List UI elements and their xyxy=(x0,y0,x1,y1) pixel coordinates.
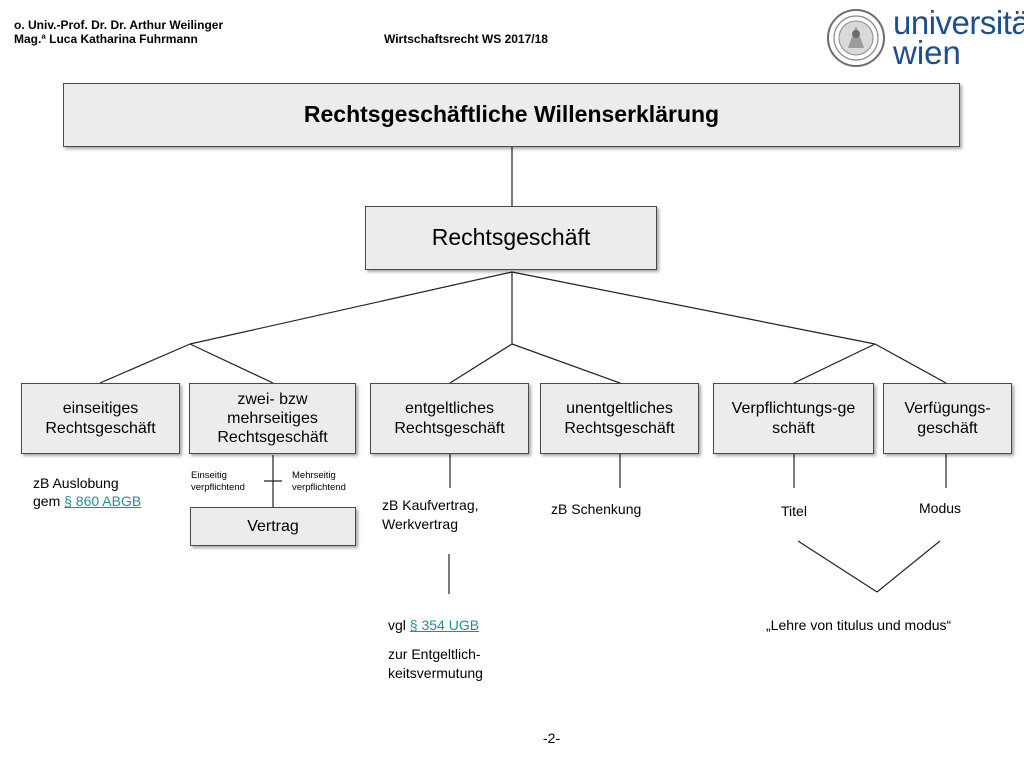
category-verfuegungsgeschaeft: Verfügungs-geschäft xyxy=(883,383,1012,454)
label-modus: Modus xyxy=(919,500,962,516)
university-seal-icon xyxy=(826,8,886,68)
einseitig-example-line1: zB Auslobung xyxy=(33,475,119,491)
label-einseitig-verpflichtend-1: Einseitig xyxy=(191,470,227,481)
einseitig-example-prefix: gem xyxy=(33,493,65,509)
entgeltlich-ref-line1: vgl § 354 UGB xyxy=(388,616,479,634)
course-title: Wirtschaftsrecht WS 2017/18 xyxy=(384,32,548,46)
page-number: -2- xyxy=(543,730,561,746)
author-line-1: o. Univ.-Prof. Dr. Dr. Arthur Weilinger xyxy=(14,18,224,32)
label-mehrseitig-verpflichtend-2: verpflichtend xyxy=(292,482,346,493)
author-line-2: Mag.ª Luca Katharina Fuhrmann xyxy=(14,32,198,46)
entgeltlich-ref-line2: zur Entgeltlich- xyxy=(388,646,481,662)
category-entgeltlich: entgeltliches Rechtsgeschäft xyxy=(370,383,529,454)
category-unentgeltlich: unentgeltliches Rechtsgeschäft xyxy=(540,383,699,454)
entgeltlich-example-line2: Werkvertrag xyxy=(382,516,458,532)
entgeltlich-ref-prefix: vgl xyxy=(388,617,410,633)
unentgeltlich-example: zB Schenkung xyxy=(551,501,642,517)
category-verpflichtungsgeschaeft: Verpflichtungs-geschäft xyxy=(713,383,874,454)
entgeltlich-example-line1: zB Kaufvertrag, xyxy=(382,497,479,513)
logo-text-universitaet: universität xyxy=(893,4,1024,41)
logo-text-wien: wien xyxy=(893,34,961,71)
category-mehrseitig: zwei- bzw mehrseitiges Rechtsgeschäft xyxy=(189,383,356,454)
title-box: Rechtsgeschäftliche Willenserklärung xyxy=(63,83,960,147)
einseitig-example-line2: gem § 860 ABGB xyxy=(33,492,141,510)
entgeltlich-ref-line3: keitsvermutung xyxy=(388,665,483,681)
link-860-abgb[interactable]: § 860 ABGB xyxy=(64,493,142,509)
label-mehrseitig-verpflichtend-1: Mehrseitig xyxy=(292,470,336,481)
label-einseitig-verpflichtend-2: verpflichtend xyxy=(191,482,245,493)
box-vertrag: Vertrag xyxy=(190,507,356,546)
root-box-rechtsgeschaeft: Rechtsgeschäft xyxy=(365,206,657,270)
label-titel: Titel xyxy=(781,503,807,519)
category-einseitig: einseitiges Rechtsgeschäft xyxy=(21,383,180,454)
link-354-ugb[interactable]: § 354 UGB xyxy=(409,617,480,633)
doctrine-label: „Lehre von titulus und modus“ xyxy=(766,617,952,633)
